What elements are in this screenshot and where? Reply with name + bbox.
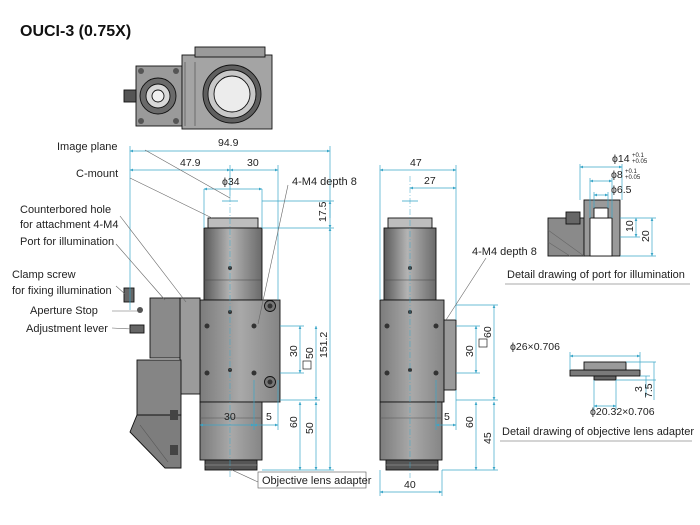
adapter-d3: 3 [633,386,645,392]
dim-5: 5 [266,411,272,423]
front-view [123,217,281,471]
square-symbol [302,360,312,370]
dim-17-5: 17.5 [317,201,329,222]
dim-27: 27 [424,175,436,187]
dim-45: 45 [482,432,494,444]
label-adjust: Adjustment lever [26,323,108,335]
adapter-thread-top: ϕ26×0.706 [510,341,560,353]
page-title: OUCI-3 (0.75X) [20,23,131,40]
dim-sq50: 50 [304,347,316,359]
label-counterbored-1: Counterbored hole [20,204,111,216]
dim-sq60: 60 [482,326,494,338]
label-m4-side: 4-M4 depth 8 [472,246,537,258]
side-dimensions [379,165,498,496]
dim-40: 40 [404,479,416,491]
port-d20: 20 [640,230,652,242]
front-leaders [111,149,289,483]
dim-151-2: 151.2 [318,332,330,358]
label-clamp-2: for fixing illumination [12,285,112,297]
side-view [379,217,457,471]
dim-side-5: 5 [444,411,450,423]
dim-47: 47 [410,157,422,169]
dim-47-9: 47.9 [180,157,201,169]
port-phi6-5: ϕ6.5 [611,184,632,196]
label-m4-front: 4-M4 depth 8 [292,176,357,188]
top-view [123,46,273,130]
detail-port [547,164,656,257]
dim-60: 60 [288,416,300,428]
port-phi14-tol-dn: +0.05 [632,159,648,165]
label-clamp-1: Clamp screw [12,269,76,281]
port-phi8-tol-dn: +0.05 [625,175,641,181]
label-counterbored-2: for attachment 4-M4 [20,219,118,231]
detail-adapter [569,352,656,410]
port-phi14: ϕ14 [612,153,630,165]
front-dimensions [129,146,334,471]
port-phi14-tol-up: +0.1 [632,153,645,159]
label-detail-port: Detail drawing of port for illumination [507,269,685,281]
label-obj-adapter: Objective lens adapter [262,475,372,487]
adapter-d7-5: 7.5 [643,383,655,398]
dim-side-60: 60 [464,416,476,428]
label-port: Port for illumination [20,236,114,248]
adapter-thread-bottom: ϕ20.32×0.706 [590,406,655,418]
obj-adapter-box [257,471,367,489]
label-detail-adapter: Detail drawing of objective lens adapter [502,426,694,438]
label-image-plane: Image plane [57,141,118,153]
port-phi8-tol-up: +0.1 [625,169,638,175]
label-c-mount: C-mount [76,168,118,180]
dim-30-top: 30 [247,157,259,169]
dim-94-9: 94.9 [218,137,239,149]
label-aperture: Aperture Stop [30,305,98,317]
square-symbol-side [478,338,488,348]
dim-phi34: ϕ34 [222,176,240,188]
port-phi8: ϕ8 [611,169,623,181]
dim-side-30: 30 [464,345,476,357]
dim-30-bottom: 30 [224,411,236,423]
dim-30-vert: 30 [288,345,300,357]
dim-50: 50 [304,422,316,434]
port-d10: 10 [624,220,636,232]
